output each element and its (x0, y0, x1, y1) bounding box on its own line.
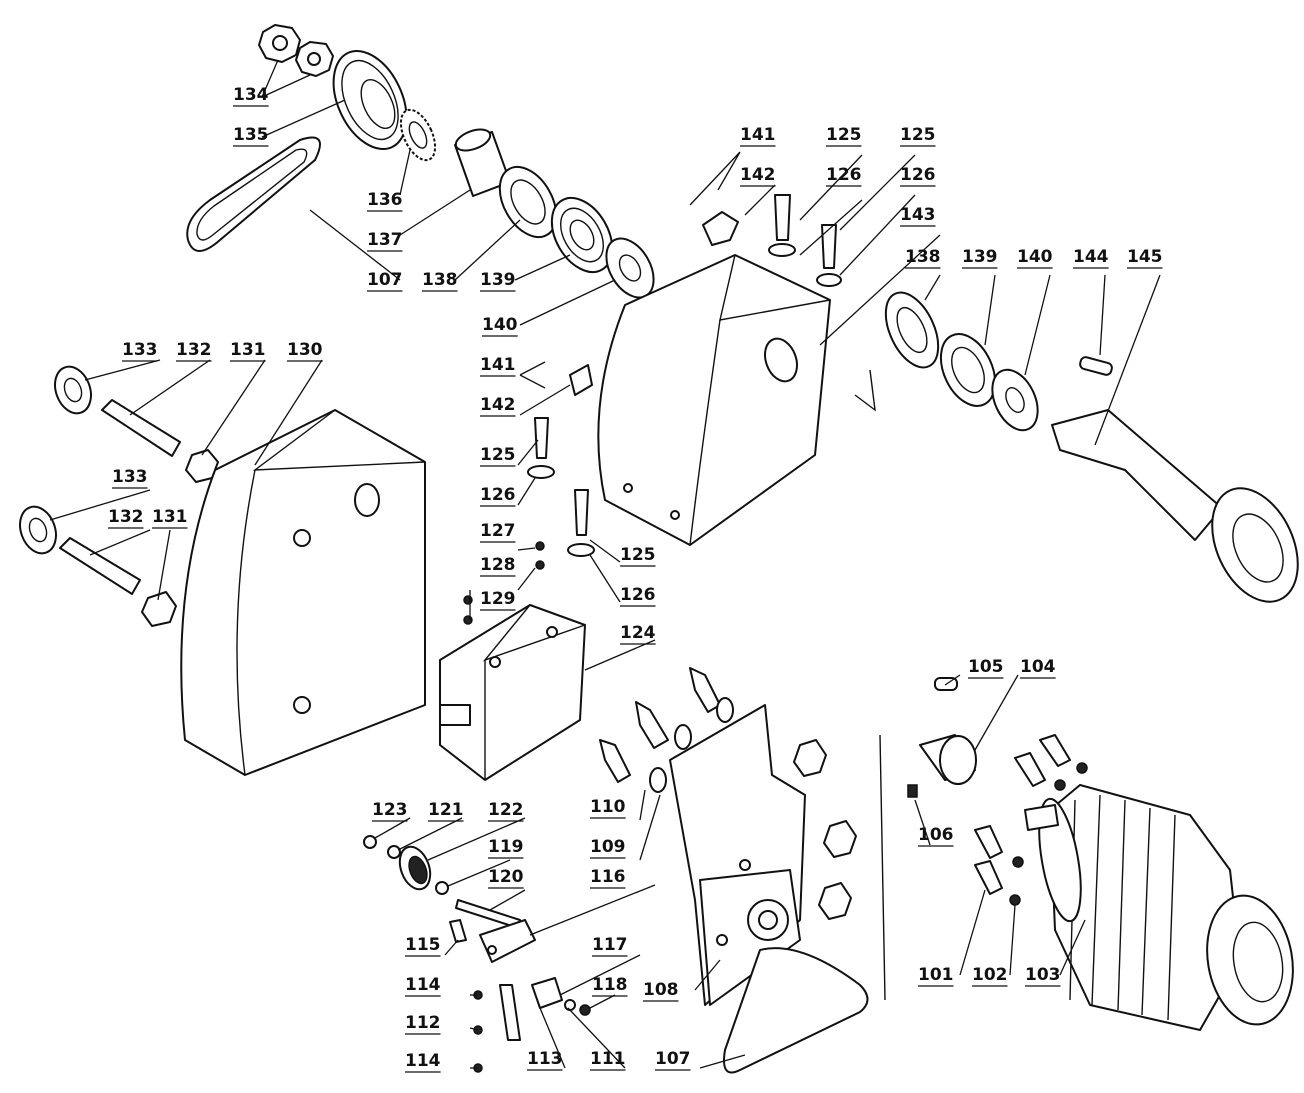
callout-102: 102 (972, 965, 1008, 985)
spindle-shaft (884, 291, 1299, 603)
callout-138: 138 (422, 270, 458, 290)
callout-121: 121 (428, 800, 464, 820)
callout-125: 125 (480, 445, 516, 465)
callout-123: 123 (372, 800, 408, 820)
pulley-assembly-top (186, 24, 655, 299)
callout-131: 131 (230, 340, 266, 360)
callout-110: 110 (590, 797, 626, 817)
callout-120: 120 (488, 867, 524, 887)
callout-144: 144 (1073, 247, 1109, 267)
callout-137: 137 (367, 230, 403, 250)
callout-126: 126 (826, 165, 862, 185)
callout-135: 135 (233, 125, 269, 145)
callout-136: 136 (367, 190, 403, 210)
callout-112: 112 (405, 1013, 441, 1033)
callout-108: 108 (643, 980, 679, 1000)
callout-117: 117 (592, 935, 628, 955)
callout-116: 116 (590, 867, 626, 887)
electric-motor (907, 677, 1294, 1031)
callout-122: 122 (488, 800, 524, 820)
callout-145: 145 (1127, 247, 1163, 267)
callout-125: 125 (826, 125, 862, 145)
callout-105: 105 (968, 657, 1004, 677)
callout-115: 115 (405, 935, 441, 955)
side-cover (19, 365, 426, 776)
callout-141: 141 (740, 125, 776, 145)
callout-127: 127 (480, 521, 516, 541)
callout-107: 107 (367, 270, 403, 290)
callout-113: 113 (527, 1049, 563, 1069)
callout-132: 132 (108, 507, 144, 527)
callout-119: 119 (488, 837, 524, 857)
callout-106: 106 (918, 825, 954, 845)
callout-143: 143 (900, 205, 936, 225)
callout-130: 130 (287, 340, 323, 360)
callout-101: 101 (918, 965, 954, 985)
callout-126: 126 (900, 165, 936, 185)
callout-125: 125 (620, 545, 656, 565)
callout-103: 103 (1025, 965, 1061, 985)
callout-126: 126 (480, 485, 516, 505)
callout-134: 134 (233, 85, 269, 105)
callout-140: 140 (482, 315, 518, 335)
idler-assembly (363, 835, 591, 1073)
callout-138: 138 (905, 247, 941, 267)
callout-125: 125 (900, 125, 936, 145)
callout-133: 133 (122, 340, 158, 360)
callout-109: 109 (590, 837, 626, 857)
callout-139: 139 (480, 270, 516, 290)
callout-128: 128 (480, 555, 516, 575)
callout-132: 132 (176, 340, 212, 360)
callout-111: 111 (590, 1049, 626, 1069)
callout-labels: 134 135 136 137 107 138 139 140 141 142 … (108, 85, 1163, 1073)
callout-140: 140 (1017, 247, 1053, 267)
callout-133: 133 (112, 467, 148, 487)
callout-118: 118 (592, 975, 628, 995)
callout-141: 141 (480, 355, 516, 375)
callout-142: 142 (480, 395, 516, 415)
callout-139: 139 (962, 247, 998, 267)
callout-114: 114 (405, 1051, 441, 1071)
motor-plate (599, 667, 869, 1074)
callout-142: 142 (740, 165, 776, 185)
callout-104: 104 (1020, 657, 1056, 677)
callout-107: 107 (655, 1049, 691, 1069)
upper-gear-housing (597, 211, 831, 546)
tension-block (439, 194, 842, 781)
callout-114: 114 (405, 975, 441, 995)
callout-126: 126 (620, 585, 656, 605)
callout-131: 131 (152, 507, 188, 527)
leader-lines (49, 59, 1161, 1069)
callout-129: 129 (480, 589, 516, 609)
callout-124: 124 (620, 623, 656, 643)
